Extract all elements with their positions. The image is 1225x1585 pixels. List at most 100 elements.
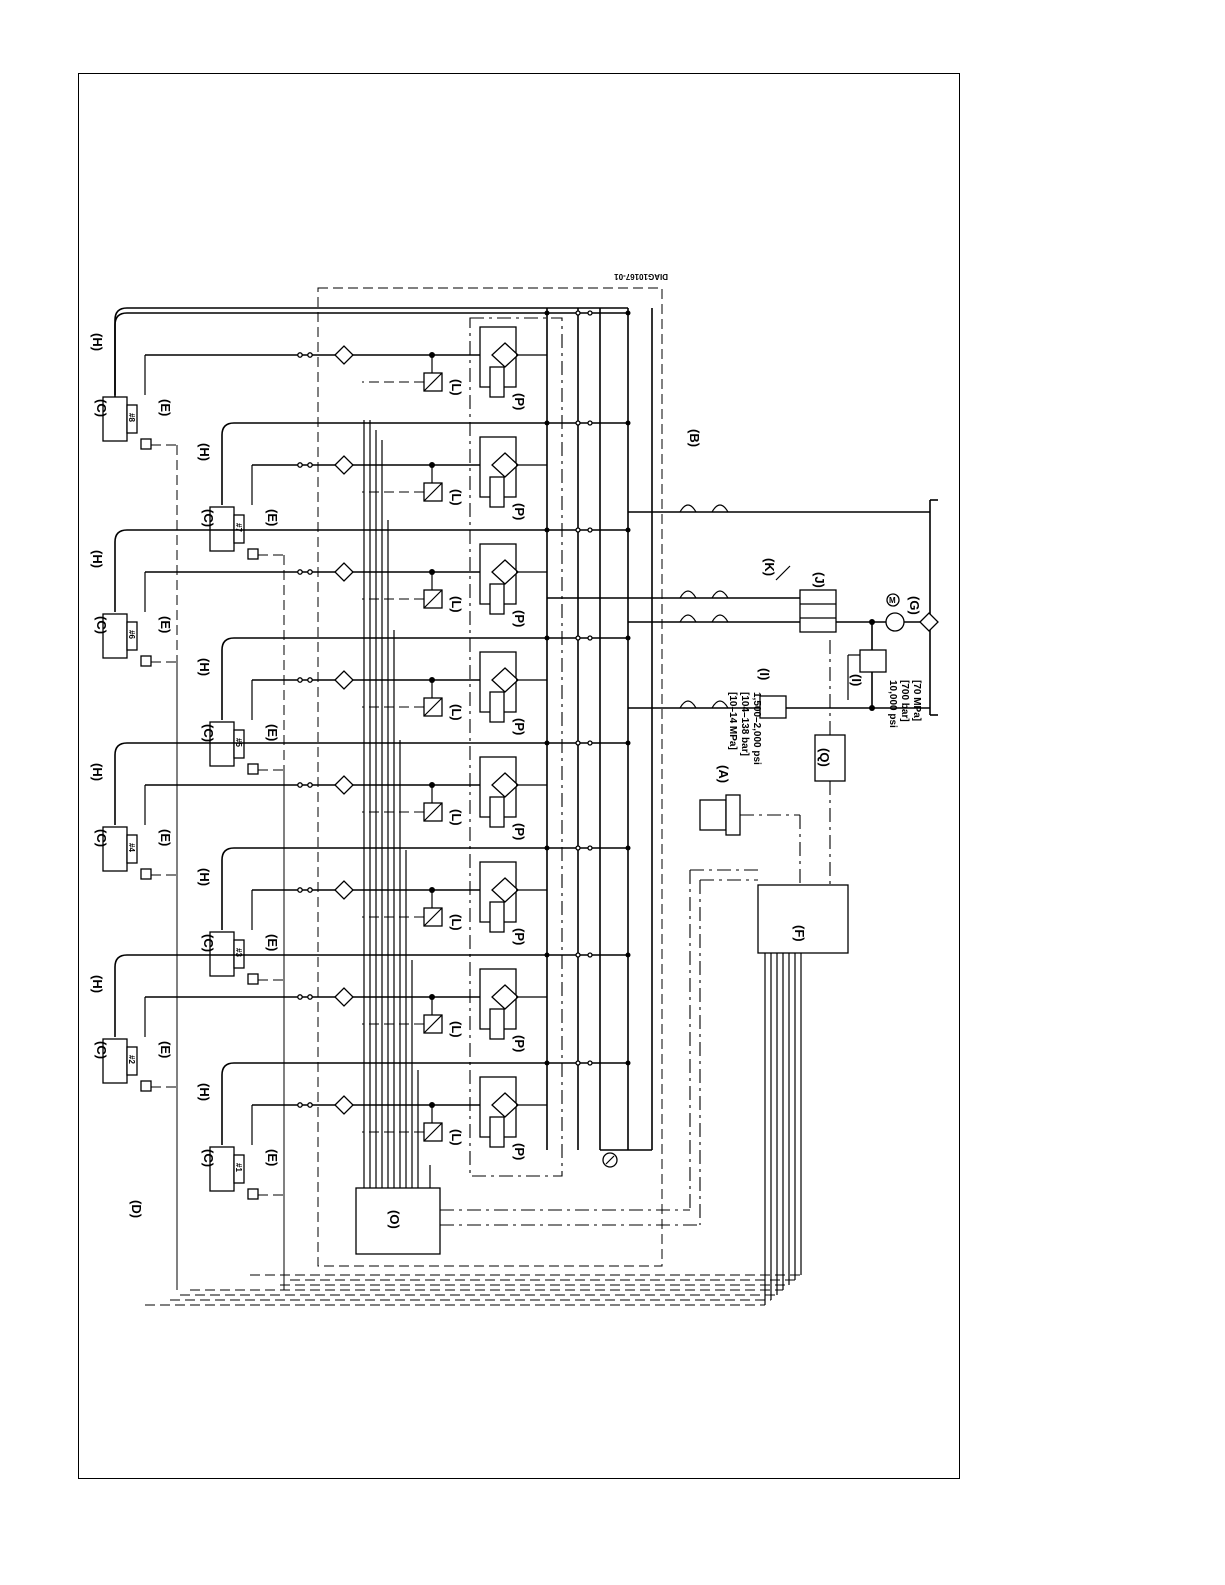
branch-3-cylinder-icon [209, 931, 235, 977]
branch-4-label-e: (E) [158, 829, 173, 846]
branch-1-cylinder-number: #1 [234, 1163, 243, 1172]
controller-cable-bundle [145, 953, 802, 1306]
relief-valve-high [859, 649, 887, 673]
relief-low-bar: [104–138 bar] [739, 692, 750, 756]
branch-4-cylinder-icon [102, 826, 128, 872]
label-j: (J) [812, 572, 827, 588]
relief-valve-low [759, 695, 787, 719]
branch-4-label-c: (C) [94, 829, 109, 847]
dashed-enclosure-b [317, 287, 663, 1267]
branch-2-return-line [114, 954, 628, 1037]
label-f: (F) [792, 925, 807, 942]
branch-8-filter-icon [334, 345, 354, 365]
top-return-line [114, 307, 628, 440]
branch-8-label-e: (E) [158, 399, 173, 416]
label-g: (G) [907, 596, 922, 615]
relief-high-bar: [700 bar] [899, 680, 910, 722]
branch-8-return-line [114, 312, 628, 395]
branch-8-label-h: (H) [90, 333, 105, 351]
branch-6-label-p: (P) [512, 610, 527, 627]
label-o: (O) [387, 1210, 402, 1229]
label-d: (D) [129, 1200, 144, 1218]
branch-3-label-c: (C) [201, 934, 216, 952]
relief-low-psi: 1,500–2,000 psi [751, 692, 762, 765]
branch-1-label-e: (E) [265, 1149, 280, 1166]
branch-1-filter-icon [334, 1095, 354, 1115]
branch-7-label-l: (L) [449, 489, 464, 506]
branch-1-return-line [221, 1062, 628, 1145]
branch-6-label-l: (L) [449, 596, 464, 613]
branch-7-return-line [221, 422, 628, 505]
branch-4-filter-icon [334, 775, 354, 795]
computer-icon [699, 799, 727, 831]
label-k: (K) [762, 558, 777, 576]
motor-label: M [889, 596, 896, 605]
branch-6-label-h: (H) [90, 550, 105, 568]
branch-7-label-h: (H) [197, 443, 212, 461]
branch-6-label-c: (C) [94, 616, 109, 634]
branch-1-label-h: (H) [197, 1083, 212, 1101]
branch-3-filter-icon [334, 880, 354, 900]
branch-2-label-p: (P) [512, 1035, 527, 1052]
label-q: (Q) [817, 748, 832, 767]
branch-2-label-h: (H) [90, 975, 105, 993]
branch-4-label-l: (L) [449, 809, 464, 826]
cylinder-branches: #8(C)(H)(E)(L)(P)#7(C)(H)(E)(L)(P)#6(C)(… [90, 310, 631, 1290]
branch-4-label-h: (H) [90, 763, 105, 781]
branch-8-label-c: (C) [94, 399, 109, 417]
branch-4-return-line [114, 742, 628, 825]
directional-valve-j [799, 589, 837, 633]
branch-1-label-p: (P) [512, 1143, 527, 1160]
branch-3-sensor-icon [247, 973, 259, 985]
branch-5-sensor-icon [247, 763, 259, 775]
label-i-low: (I) [757, 668, 772, 680]
branch-6-label-e: (E) [158, 616, 173, 633]
label-i-high: (I) [849, 674, 864, 686]
branch-3-label-h: (H) [197, 868, 212, 886]
branch-1-label-l: (L) [449, 1129, 464, 1146]
component-q-box [814, 734, 846, 782]
component-o-box [355, 1187, 441, 1255]
branch-2-cylinder-number: #2 [127, 1055, 136, 1064]
drawing-frame [78, 73, 960, 1479]
branch-7-label-p: (P) [512, 503, 527, 520]
branch-4-cylinder-number: #4 [127, 843, 136, 852]
pump-icon [885, 612, 905, 632]
branch-7-label-c: (C) [201, 509, 216, 527]
controller-f-box [757, 884, 849, 954]
branch-1-sensor-icon [247, 1188, 259, 1200]
filter-icon [919, 612, 939, 632]
branch-7-label-e: (E) [265, 509, 280, 526]
hose-loops [679, 504, 729, 709]
branch-3-label-l: (L) [449, 914, 464, 931]
branch-6-filter-icon [334, 562, 354, 582]
branch-3-return-line [221, 847, 628, 930]
label-a: (A) [716, 765, 731, 783]
branch-3-cylinder-number: #3 [234, 948, 243, 957]
branch-7-filter-icon [334, 455, 354, 475]
branch-1-cylinder-icon [209, 1146, 235, 1192]
branch-5-label-h: (H) [197, 658, 212, 676]
branch-8-sensor-icon [140, 438, 152, 450]
branch-8-label-l: (L) [449, 379, 464, 396]
branch-5-label-p: (P) [512, 718, 527, 735]
branch-7-cylinder-number: #7 [234, 523, 243, 532]
drawing-number: DIAG10167-01 [614, 272, 668, 281]
branch-4-sensor-icon [140, 868, 152, 880]
branch-2-label-l: (L) [449, 1021, 464, 1038]
branch-5-label-c: (C) [201, 724, 216, 742]
branch-5-label-e: (E) [265, 724, 280, 741]
branch-2-label-c: (C) [94, 1041, 109, 1059]
branch-2-label-e: (E) [158, 1041, 173, 1058]
branch-7-sensor-icon [247, 548, 259, 560]
branch-5-filter-icon [334, 670, 354, 690]
flow-control-k-icon [775, 565, 791, 581]
branch-3-label-p: (P) [512, 928, 527, 945]
branch-2-filter-icon [334, 987, 354, 1007]
branch-1-label-c: (C) [201, 1149, 216, 1167]
branch-8-cylinder-number: #8 [127, 413, 136, 422]
branch-5-label-l: (L) [449, 704, 464, 721]
relief-high-mpa: [70 MPa] [911, 680, 922, 721]
label-b: (B) [687, 429, 702, 447]
o-signal-lines [363, 420, 431, 1188]
